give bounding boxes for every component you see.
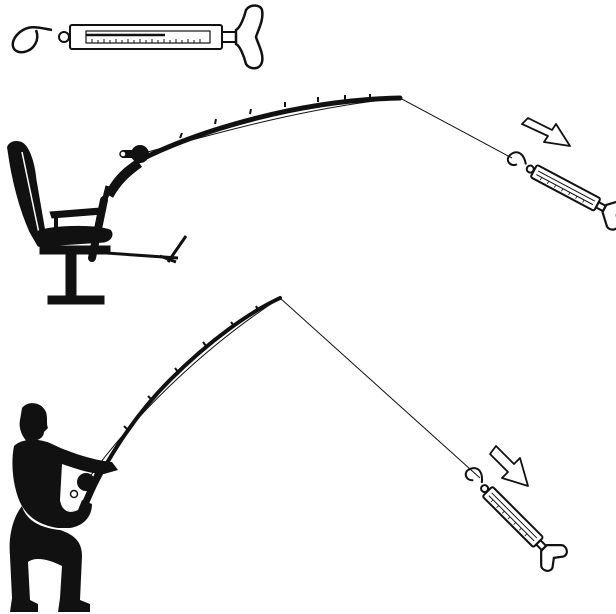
angler-fishing-line xyxy=(86,298,480,482)
chair-attached-scale xyxy=(501,144,616,232)
fighting-chair-icon xyxy=(8,142,186,304)
scale-handle-icon xyxy=(236,6,262,69)
scale-window xyxy=(86,31,210,43)
scale-eyelet-icon xyxy=(59,32,69,42)
angler-silhouette-icon xyxy=(10,403,118,612)
angler-rod xyxy=(84,298,280,510)
chair-scale-hook-icon xyxy=(506,149,529,170)
angler-scene xyxy=(10,298,570,612)
scale-hook-icon xyxy=(13,27,52,52)
standalone-spring-scale xyxy=(13,6,263,69)
chair-fishing-line xyxy=(140,98,512,158)
chair-pull-direction-arrow-icon xyxy=(522,118,570,146)
angler-pull-direction-arrow-icon xyxy=(490,446,528,486)
chair-reel-icon xyxy=(120,145,149,163)
chair-scene xyxy=(8,94,616,304)
scale-stem xyxy=(222,32,236,42)
scale-body xyxy=(70,25,222,49)
